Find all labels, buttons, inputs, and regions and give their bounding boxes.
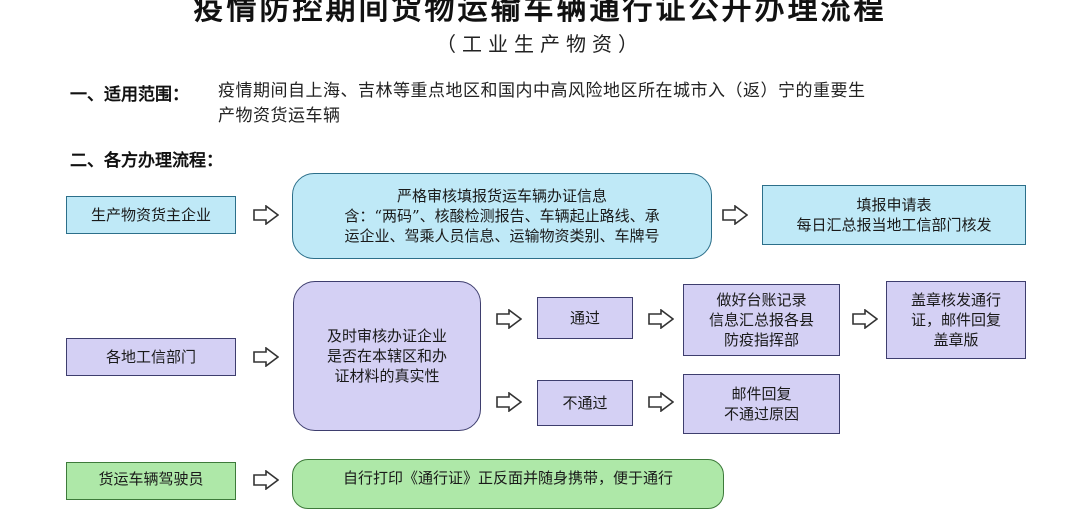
arrow-right-icon bbox=[496, 392, 522, 412]
arrow-right-icon bbox=[496, 309, 522, 329]
issue-pass-line-2: 证，邮件回复 bbox=[910, 311, 1001, 329]
arrow-right-icon bbox=[722, 205, 748, 225]
record-report-line-2: 信息汇总报各县 bbox=[708, 311, 814, 329]
section-scope-text: 疫情期间自上海、吉林等重点地区和国内中高风险地区所在城市入（返）宁的重要生 产物… bbox=[218, 79, 1018, 129]
issue-pass-line-3: 盖章版 bbox=[933, 331, 979, 349]
actor-cargo-owner-label: 生产物资货主企业 bbox=[90, 206, 211, 224]
owner-review-line-3: 运企业、驾乘人员信息、运输物资类别、车牌号 bbox=[344, 227, 660, 245]
section-scope-label: 一、适用范围： bbox=[70, 85, 189, 105]
record-report-line-1: 做好台账记录 bbox=[716, 291, 807, 309]
department-review-line-2: 是否在本辖区和办 bbox=[326, 347, 447, 365]
department-review-line-1: 及时审核办证企业 bbox=[326, 327, 447, 345]
submit-line-1: 填报申请表 bbox=[856, 196, 932, 214]
issue-pass-line-1: 盖章核发通行 bbox=[910, 291, 1001, 309]
actor-driver-label: 货运车辆驾驶员 bbox=[98, 470, 204, 488]
page-title: 疫情防控期间货物运输车辆通行证公开办理流程 bbox=[193, 0, 887, 27]
department-review-line-3: 证材料的真实性 bbox=[334, 367, 440, 385]
submit-line-2: 每日汇总报当地工信部门核发 bbox=[796, 216, 992, 234]
arrow-right-icon bbox=[648, 392, 674, 412]
arrow-right-icon bbox=[253, 205, 279, 225]
arrow-right-icon bbox=[253, 347, 279, 367]
section-process-label: 二、各方办理流程： bbox=[70, 151, 223, 171]
arrow-right-icon bbox=[852, 309, 878, 329]
scope-text-line-2: 产物资货运车辆 bbox=[218, 106, 341, 126]
fail-box: 不通过 bbox=[537, 380, 633, 426]
actor-it-department-box: 各地工信部门 bbox=[66, 338, 236, 376]
driver-print-box: 自行打印《通行证》正反面并随身携带，便于通行 bbox=[292, 459, 724, 509]
actor-it-department-label: 各地工信部门 bbox=[105, 348, 196, 366]
pass-label: 通过 bbox=[569, 309, 600, 327]
arrow-right-icon bbox=[253, 470, 279, 490]
department-review-box: 及时审核办证企业 是否在本辖区和办 证材料的真实性 bbox=[293, 281, 481, 431]
fail-label: 不通过 bbox=[562, 394, 608, 412]
actor-cargo-owner-box: 生产物资货主企业 bbox=[66, 196, 236, 234]
page-subtitle: （工业生产物资） bbox=[436, 32, 644, 56]
arrow-right-icon bbox=[648, 309, 674, 329]
record-report-box: 做好台账记录 信息汇总报各县 防疫指挥部 bbox=[683, 284, 840, 356]
pass-box: 通过 bbox=[537, 297, 633, 339]
owner-review-line-2: 含：“两码”、核酸检测报告、车辆起止路线、承 bbox=[344, 207, 660, 225]
submit-application-box: 填报申请表 每日汇总报当地工信部门核发 bbox=[762, 185, 1026, 245]
actor-driver-box: 货运车辆驾驶员 bbox=[66, 462, 236, 500]
reply-reason-line-2: 不通过原因 bbox=[723, 405, 799, 423]
owner-review-line-1: 严格审核填报货运车辆办证信息 bbox=[396, 187, 607, 205]
owner-review-box: 严格审核填报货运车辆办证信息 含：“两码”、核酸检测报告、车辆起止路线、承 运企… bbox=[292, 173, 712, 259]
scope-text-line-1: 疫情期间自上海、吉林等重点地区和国内中高风险地区所在城市入（返）宁的重要生 bbox=[218, 81, 866, 101]
reply-reason-line-1: 邮件回复 bbox=[731, 385, 792, 403]
record-report-line-3: 防疫指挥部 bbox=[723, 331, 799, 349]
reply-reason-box: 邮件回复 不通过原因 bbox=[683, 374, 840, 434]
driver-print-label: 自行打印《通行证》正反面并随身携带，便于通行 bbox=[342, 469, 673, 487]
issue-pass-box: 盖章核发通行 证，邮件回复 盖章版 bbox=[886, 281, 1026, 359]
